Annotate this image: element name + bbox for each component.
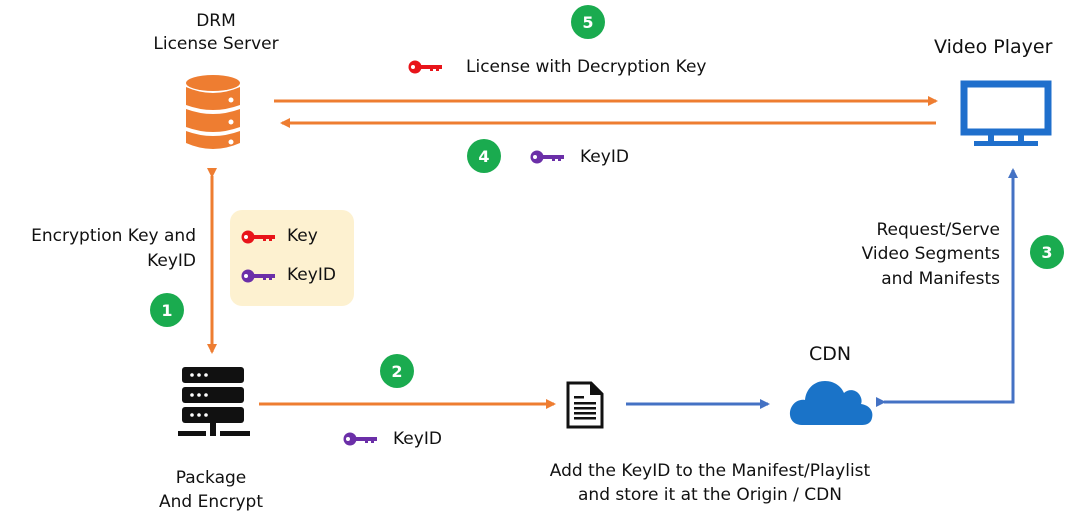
server-icon (178, 367, 250, 436)
cdn-title: CDN (808, 343, 852, 365)
drm-server-title-line2: License Server (153, 34, 279, 54)
step-3-label-line1: Request/Serve (876, 220, 1000, 240)
cloud-icon (789, 381, 873, 425)
packager-title-line1: Package (175, 468, 247, 488)
step-1-badge: 1 (150, 293, 184, 327)
step-1-label-line2: KeyID (147, 251, 196, 271)
key-legend: Key KeyID (230, 210, 354, 306)
database-icon (186, 75, 240, 149)
packager-title-line2: And Encrypt (159, 492, 263, 512)
step-2-badge: 2 (380, 354, 414, 388)
monitor-icon (960, 80, 1052, 146)
step-3-label-line3: and Manifests (881, 269, 1000, 289)
step-2-label: KeyID (393, 429, 442, 449)
step-5-label: License with Decryption Key (466, 57, 707, 77)
step-4-label: KeyID (580, 147, 629, 167)
key-red-icon (408, 60, 442, 74)
legend-key-label: Key (287, 226, 318, 246)
legend-keyid-label: KeyID (287, 265, 336, 285)
key-red-icon (241, 230, 275, 244)
video-player-title: Video Player (934, 36, 1053, 58)
step-3-badge: 3 (1030, 235, 1064, 269)
step-4-badge: 4 (467, 139, 501, 173)
key-purple-icon (241, 269, 275, 283)
manifest-caption-line2: and store it at the Origin / CDN (578, 485, 842, 505)
manifest-caption-line1: Add the KeyID to the Manifest/Playlist (549, 461, 871, 481)
step-5-badge: 5 (571, 5, 605, 39)
arrow-cdn-player (876, 168, 1018, 407)
step-3-label-line2: Video Segments (861, 244, 1000, 264)
step-1-label-line1: Encryption Key and (31, 226, 196, 246)
key-purple-icon (530, 150, 564, 164)
document-icon (566, 381, 604, 429)
key-purple-icon (343, 432, 377, 446)
drm-server-title-line1: DRM (196, 11, 236, 31)
